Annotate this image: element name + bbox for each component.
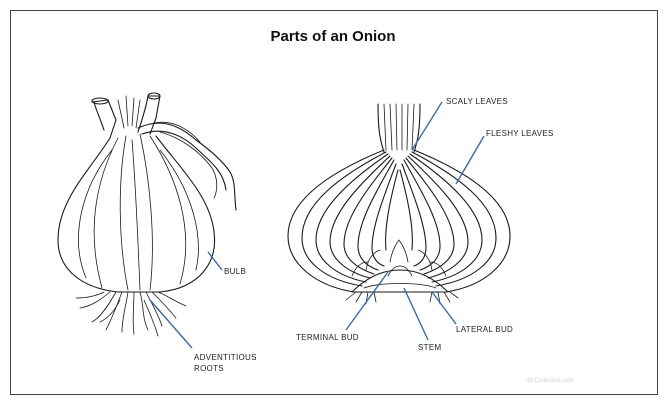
leader-terminal-bud [346, 272, 388, 330]
label-adventitious-line1: ADVENTITIOUS [194, 353, 257, 362]
onion-cross-section [288, 104, 510, 304]
leader-adventitious-roots [150, 300, 192, 348]
label-terminal-bud: TERMINAL BUD [296, 333, 359, 342]
leader-fleshy-leaves [456, 136, 484, 184]
label-lateral-bud: LATERAL BUD [456, 325, 513, 334]
label-scaly-leaves: SCALY LEAVES [446, 97, 508, 106]
whole-onion-illustration [58, 93, 236, 336]
watermark: iSLCollective.com [526, 378, 574, 384]
label-adventitious-line2: ROOTS [194, 364, 224, 373]
leader-scaly-leaves [412, 102, 442, 150]
leader-stem [404, 288, 428, 340]
leader-lateral-bud [432, 292, 456, 324]
label-stem: STEM [418, 343, 441, 352]
label-bulb: BULB [224, 267, 246, 276]
label-fleshy-leaves: FLESHY LEAVES [486, 129, 554, 138]
